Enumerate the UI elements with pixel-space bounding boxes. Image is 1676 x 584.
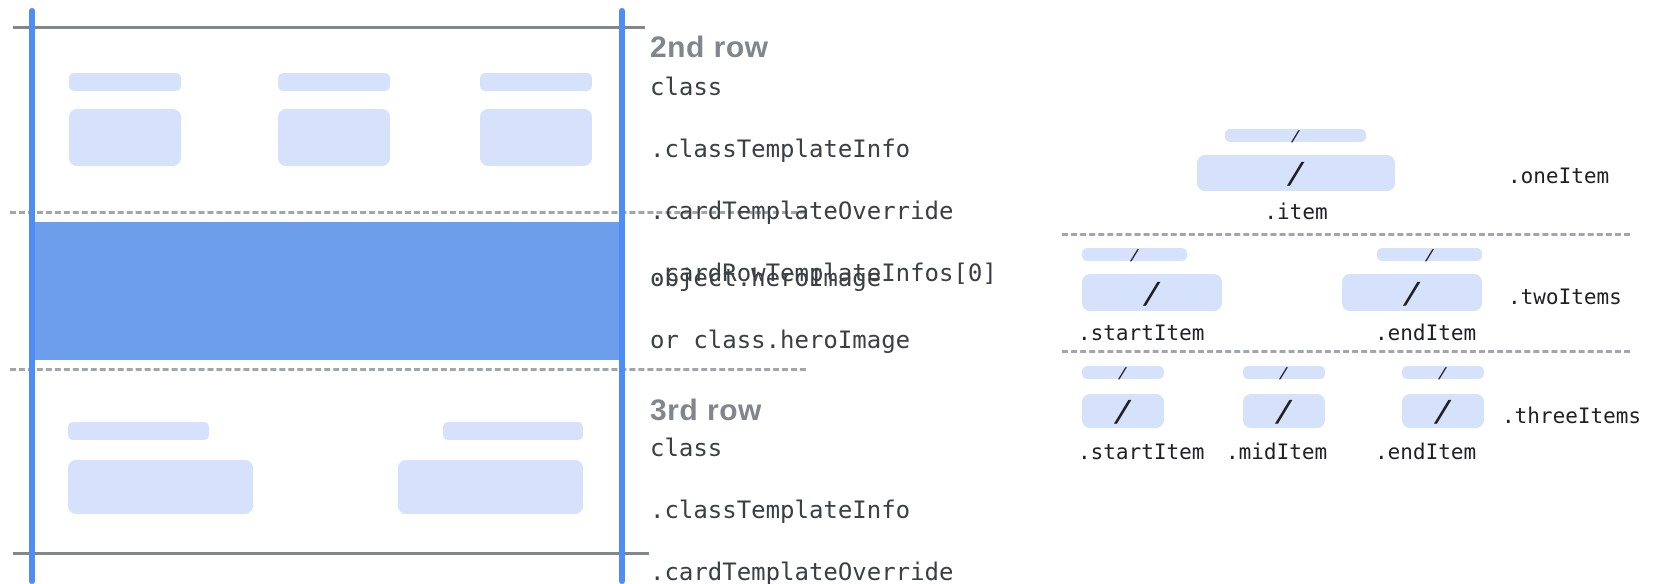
row2-col1-label-placeholder (69, 73, 181, 91)
row3-start-value-placeholder (68, 460, 253, 514)
row2-code-line-4: .cardRowTemplateInfos[0] (650, 259, 997, 287)
three-items-mid-value-placeholder: / (1243, 394, 1325, 428)
card-top-border (13, 26, 645, 29)
slash-glyph: / (1423, 245, 1436, 264)
two-items-start-value-placeholder: / (1082, 274, 1222, 311)
row3-start-label-placeholder (68, 422, 209, 440)
three-items-end-item-label: .endItem (1375, 440, 1477, 464)
one-item-value-placeholder: / (1197, 155, 1395, 191)
three-items-end-label-placeholder: / (1402, 363, 1484, 382)
row2-col3-label-placeholder (480, 73, 592, 91)
row2-class-path: class .classTemplateInfo .cardTemplateOv… (650, 72, 997, 289)
card-bottom-border (13, 552, 649, 555)
row2-col2-value-placeholder (278, 109, 390, 166)
right-panel-separator-2 (1062, 350, 1630, 353)
three-items-mid-label-placeholder: / (1243, 363, 1325, 382)
two-items-end-label-placeholder: / (1377, 245, 1482, 264)
three-items-group-label: .threeItems (1502, 404, 1642, 428)
slash-glyph: / (1128, 245, 1141, 264)
hero-image-placeholder (29, 222, 625, 360)
slash-glyph: / (1140, 275, 1164, 310)
row2-code-line-2: .classTemplateInfo (650, 135, 911, 163)
row3-end-value-placeholder (398, 460, 583, 514)
one-item-item-label: .item (1264, 200, 1328, 224)
slash-glyph: / (1272, 394, 1296, 428)
slash-glyph: / (1400, 275, 1424, 310)
row3-heading: 3rd row (650, 394, 762, 427)
row2-col1-value-placeholder (69, 109, 181, 166)
card-right-margin-guide (619, 8, 625, 584)
three-items-start-value-placeholder: / (1082, 394, 1164, 428)
row3-code-line-2: .classTemplateInfo (650, 496, 911, 524)
three-items-start-label-placeholder: / (1082, 363, 1164, 382)
row3-code-line-1: class (650, 434, 723, 462)
slash-glyph: / (1111, 394, 1135, 428)
slash-glyph: / (1278, 363, 1290, 382)
row2-col3-value-placeholder (480, 109, 592, 166)
right-panel-separator-1 (1062, 233, 1630, 236)
slash-glyph: / (1117, 363, 1129, 382)
card-row-separator-top (10, 211, 806, 214)
hero-code-line-2: or class.heroImage (650, 326, 911, 354)
row3-code-line-3: .cardTemplateOverride (650, 558, 954, 584)
row3-class-path: class .classTemplateInfo .cardTemplateOv… (650, 433, 997, 584)
three-items-end-value-placeholder: / (1402, 394, 1484, 428)
row2-code-line-3: .cardTemplateOverride (650, 197, 954, 225)
two-items-start-item-label: .startItem (1078, 321, 1205, 345)
three-items-start-item-label: .startItem (1078, 440, 1205, 464)
card-left-margin-guide (29, 8, 35, 584)
row2-code-line-1: class (650, 73, 723, 101)
slash-glyph: / (1431, 394, 1455, 428)
slash-glyph: / (1289, 126, 1302, 145)
one-item-group-label: .oneItem (1508, 164, 1610, 188)
three-items-mid-item-label: .midItem (1226, 440, 1328, 464)
two-items-group-label: .twoItems (1508, 285, 1622, 309)
slash-glyph: / (1284, 156, 1308, 190)
row2-col2-label-placeholder (278, 73, 390, 91)
two-items-start-label-placeholder: / (1082, 245, 1187, 264)
row2-heading: 2nd row (650, 31, 769, 64)
row3-end-label-placeholder (443, 422, 583, 440)
one-item-label-placeholder: / (1225, 126, 1366, 145)
two-items-end-value-placeholder: / (1342, 274, 1482, 311)
card-row-separator-bottom (10, 368, 806, 371)
two-items-end-item-label: .endItem (1375, 321, 1477, 345)
hero-code-line-1: object.heroImage (650, 264, 882, 292)
hero-image-path: object.heroImage or class.heroImage (650, 263, 910, 356)
slash-glyph: / (1437, 363, 1449, 382)
